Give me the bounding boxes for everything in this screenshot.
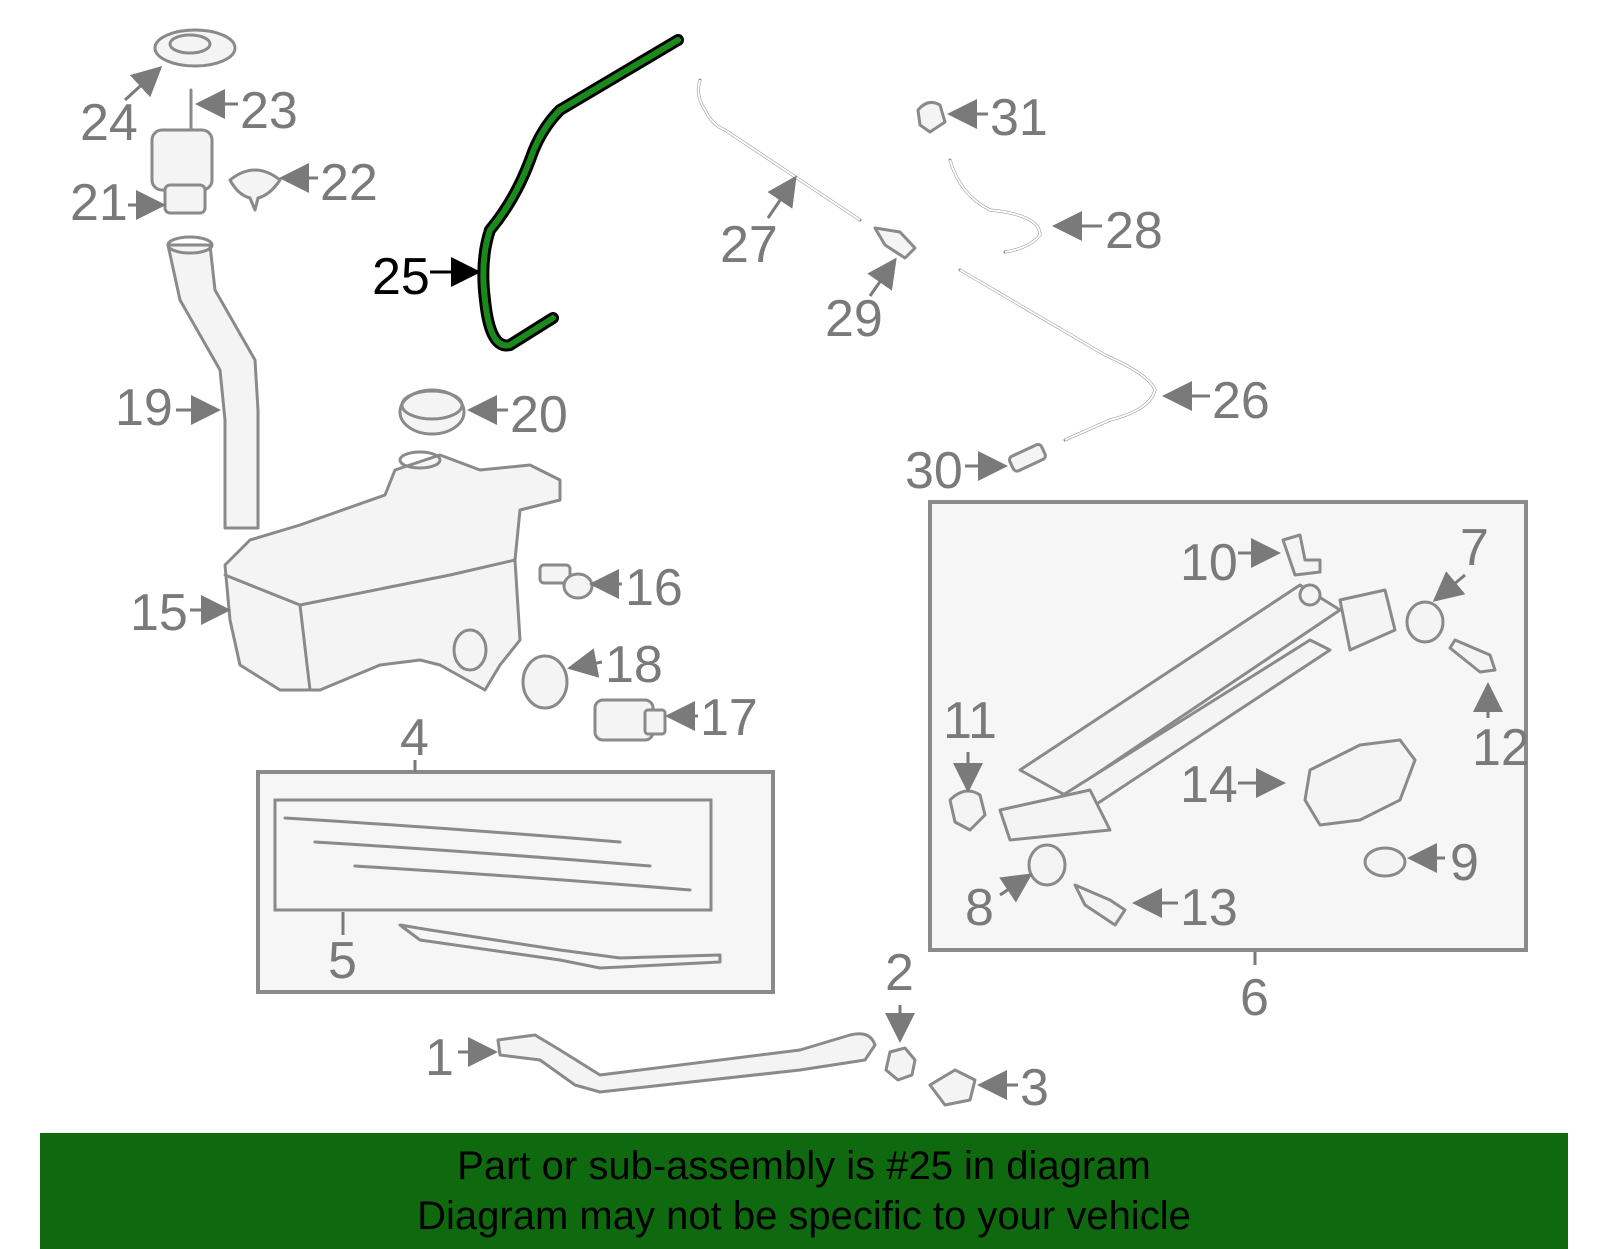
part-28-hose	[948, 158, 1042, 254]
part-20-grommet	[398, 388, 466, 436]
callout-14: 14	[1180, 756, 1238, 814]
callout-26: 26	[1212, 372, 1270, 430]
callout-28: 28	[1105, 202, 1163, 260]
callout-4: 4	[400, 709, 429, 767]
part-22-clip	[228, 168, 282, 212]
callout-24: 24	[80, 94, 138, 152]
part-9-grommet	[1363, 846, 1407, 878]
callout-22: 22	[320, 154, 378, 212]
callout-20: 20	[510, 386, 568, 444]
part-2-nut	[884, 1046, 917, 1082]
part-linkage	[998, 583, 1397, 842]
part-19-filler-neck	[166, 235, 260, 530]
callout-9: 9	[1450, 834, 1479, 892]
callout-5: 5	[328, 932, 357, 990]
callout-10: 10	[1180, 534, 1238, 592]
callout-27: 27	[720, 216, 778, 274]
callout-21: 21	[70, 174, 128, 232]
part-15-reservoir	[223, 450, 562, 692]
part-31-nozzle	[916, 100, 947, 134]
part-29-joint	[873, 226, 917, 260]
callout-25: 25	[372, 248, 430, 306]
callout-12: 12	[1472, 719, 1530, 777]
callout-17: 17	[700, 689, 758, 747]
callout-8: 8	[965, 879, 994, 937]
callout-18: 18	[605, 636, 663, 694]
part-17-pump-motor	[593, 698, 667, 742]
callout-6: 6	[1240, 969, 1269, 1027]
part-13-bolt	[1073, 883, 1127, 927]
callout-3: 3	[1020, 1059, 1049, 1117]
part-8-bushing	[1027, 843, 1067, 887]
callout-7: 7	[1460, 519, 1489, 577]
banner-line-2: Diagram may not be specific to your vehi…	[417, 1194, 1191, 1238]
part-16-fitting	[538, 563, 594, 600]
part-14-motor	[1303, 738, 1417, 827]
part-1-wiper-arm	[496, 1032, 877, 1094]
part-18-seal	[521, 654, 569, 710]
part-12-bolt	[1448, 638, 1497, 674]
callout-2: 2	[885, 944, 914, 1002]
part-7-bushing	[1405, 600, 1445, 644]
callout-16: 16	[625, 559, 683, 617]
callout-13: 13	[1180, 879, 1238, 937]
callout-30: 30	[905, 442, 963, 500]
callout-11: 11	[943, 692, 997, 750]
callout-19: 19	[115, 379, 173, 437]
part-3-cap	[928, 1068, 977, 1107]
callout-29: 29	[825, 290, 883, 348]
callout-23: 23	[240, 82, 298, 140]
part-21-pump	[150, 128, 214, 215]
banner-line-1: Part or sub-assembly is #25 in diagram	[457, 1144, 1151, 1188]
callout-15: 15	[130, 584, 188, 642]
part-25-hose[interactable]	[477, 34, 684, 352]
part-24-cap	[153, 28, 237, 68]
info-banner: Part or sub-assembly is #25 in diagram D…	[40, 1133, 1568, 1249]
callout-31: 31	[990, 89, 1048, 147]
callout-1: 1	[425, 1029, 454, 1087]
part-30-connector	[1008, 442, 1047, 473]
part-10-grommet	[1281, 533, 1322, 577]
